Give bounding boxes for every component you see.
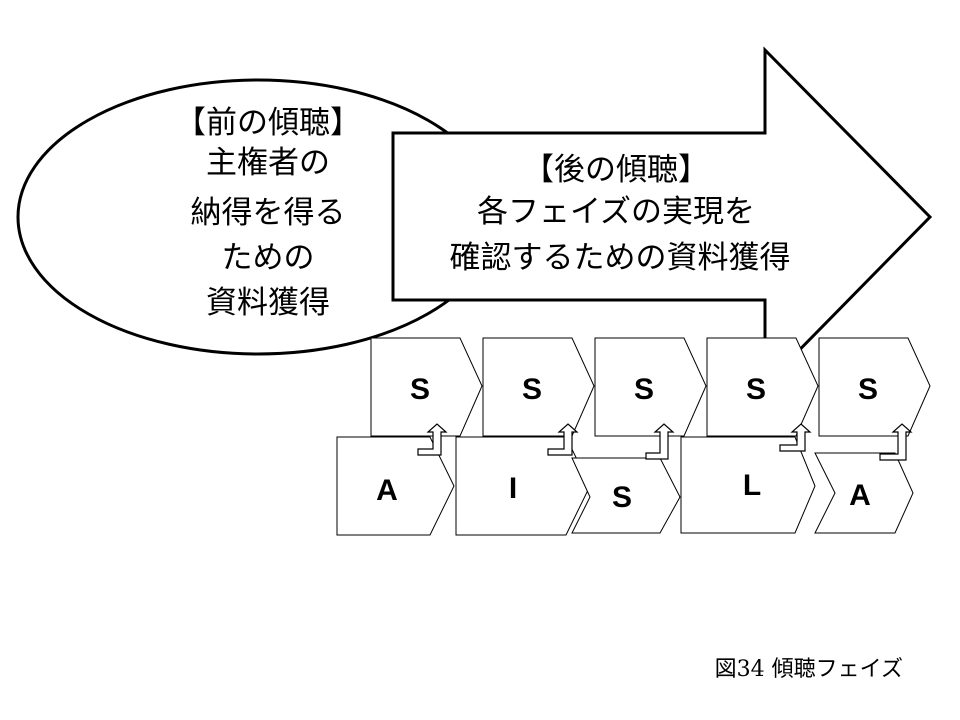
- after-listening-arrow: [391, 46, 933, 389]
- after-listening-text: 【後の傾聴】 各フェイズの実現を 確認するための資料獲得: [450, 152, 791, 276]
- bottom-i-box: [455, 436, 591, 536]
- bottom-a-box: [336, 436, 455, 536]
- top-s-label: S: [858, 373, 878, 406]
- bottom-a2-label: A: [849, 479, 871, 512]
- before-listening-line: ための: [222, 240, 315, 276]
- top-s-box-3: [594, 337, 707, 437]
- top-s-box-5: [818, 337, 931, 437]
- connector-arrows: [417, 423, 913, 461]
- connector-arrow-icon: [879, 423, 913, 461]
- connector-arrow-icon: [779, 423, 812, 452]
- before-listening-line: 納得を得る: [191, 195, 346, 231]
- connector-arrow-icon: [645, 423, 675, 460]
- before-listening-line: 【前の傾聴】: [175, 105, 361, 141]
- bottom-a-label: A: [376, 474, 398, 507]
- top-row: S S S S S: [370, 337, 931, 437]
- after-listening-line: 確認するための資料獲得: [450, 240, 791, 276]
- before-listening-line: 資料獲得: [206, 285, 330, 321]
- before-listening-line: 主権者の: [206, 145, 330, 181]
- connector-arrow-icon: [417, 423, 448, 456]
- after-listening-line: 各フェイズの実現を: [477, 194, 755, 230]
- top-s-label: S: [746, 373, 766, 406]
- before-listening-text: 【前の傾聴】 主権者の 納得を得る ための 資料獲得: [175, 105, 361, 321]
- bottom-a2-box: [814, 452, 914, 534]
- bottom-l-box: [680, 436, 816, 534]
- top-s-box-4: [706, 337, 819, 437]
- top-s-label: S: [410, 373, 430, 406]
- bottom-row: A I S L A: [336, 436, 914, 536]
- bottom-s-label: S: [612, 481, 632, 514]
- after-listening-line: 【後の傾聴】: [523, 152, 709, 188]
- top-s-label: S: [634, 373, 654, 406]
- bottom-i-label: I: [509, 472, 517, 505]
- top-s-label: S: [522, 373, 542, 406]
- figure-caption: 図34 傾聴フェイズ: [715, 657, 903, 682]
- top-s-box-1: [370, 337, 483, 437]
- bottom-l-label: L: [743, 469, 761, 502]
- connector-arrow-icon: [547, 423, 579, 456]
- top-s-box-2: [482, 337, 595, 437]
